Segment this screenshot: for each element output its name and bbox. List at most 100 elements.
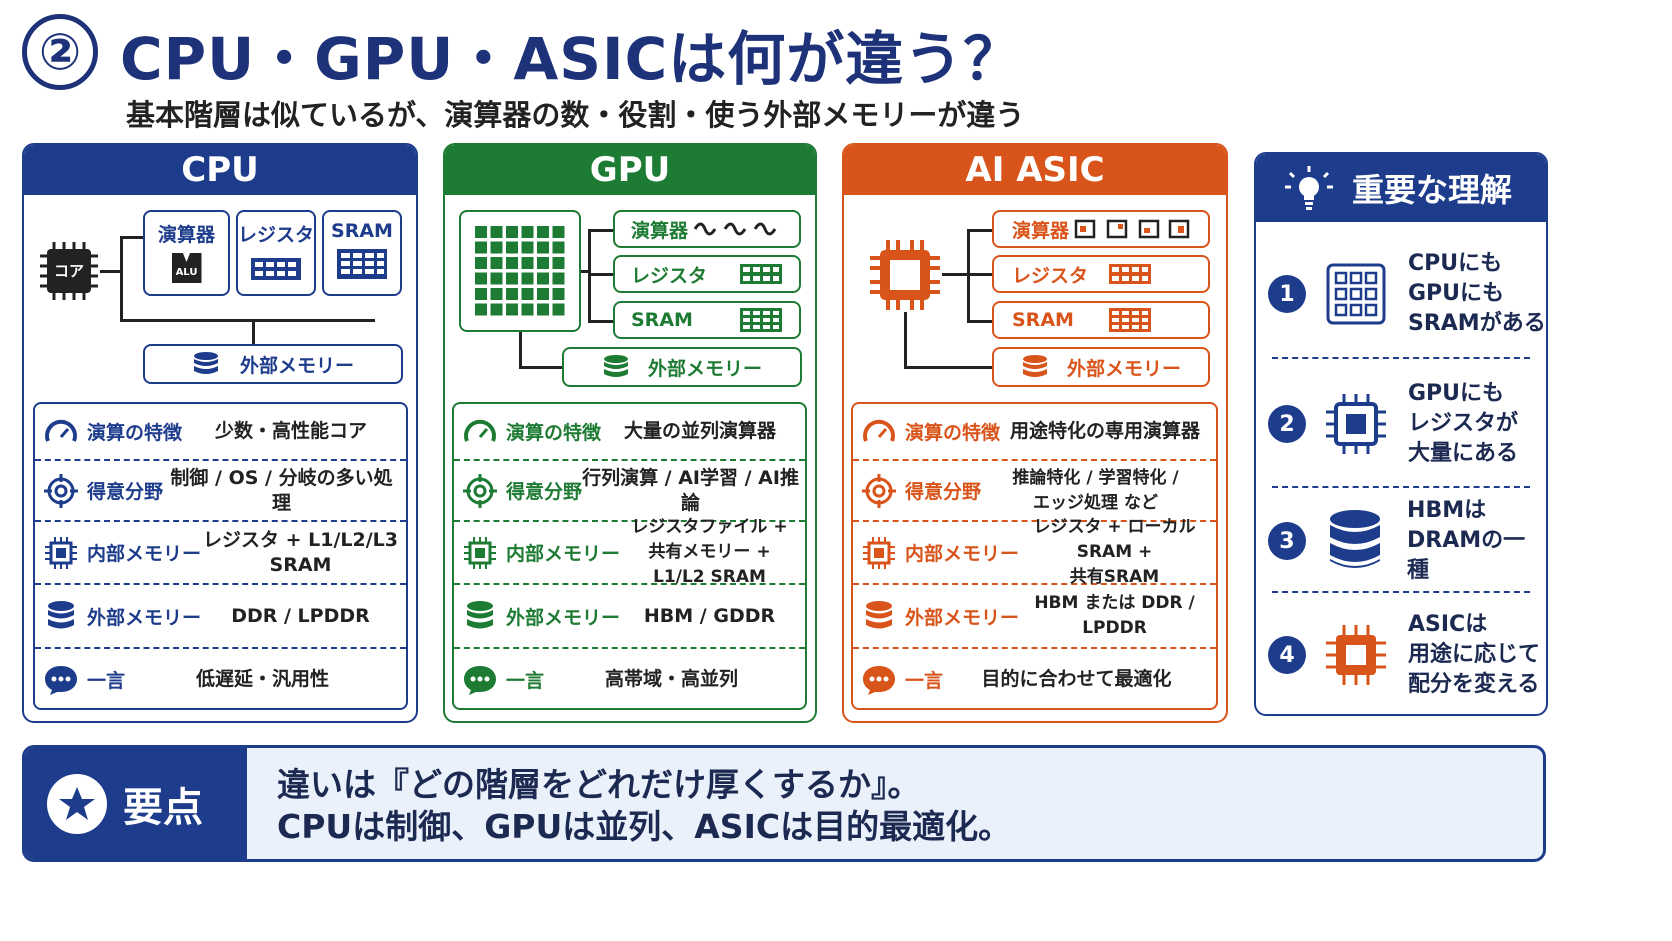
table-row: 一言 低遅延・汎用性 bbox=[35, 649, 406, 710]
divider bbox=[1272, 486, 1530, 488]
block-label: 演算器 bbox=[157, 224, 215, 246]
row-value-line2: 共有メモリー + L1/L2 SRAM bbox=[648, 542, 771, 587]
item-number: 1 bbox=[1268, 275, 1306, 313]
cpu-alu-block: 演算器 ALU bbox=[143, 210, 230, 296]
chip-icon bbox=[35, 536, 87, 570]
block-label: SRAM bbox=[1012, 309, 1074, 331]
row-value: 行列演算 / AI学習 / AI推論 bbox=[582, 466, 799, 514]
gpu-core-cell bbox=[475, 272, 487, 285]
row-label: 得意分野 bbox=[905, 481, 982, 503]
summary-line: 違いは『どの階層をどれだけ厚くするか』。 bbox=[277, 765, 921, 804]
gpu-core-cell bbox=[521, 288, 534, 300]
database-icon bbox=[853, 600, 905, 632]
row-label: 内部メモリー bbox=[506, 543, 621, 565]
wave-icon bbox=[693, 222, 777, 236]
table-row: 一言 目的に合わせて最適化 bbox=[853, 649, 1216, 710]
row-value-line1: 推論特化 / 学習特化 / bbox=[1012, 467, 1179, 488]
gpu-title: GPU bbox=[445, 145, 815, 195]
gpu-core-cell bbox=[521, 226, 534, 238]
item-line: GPUにも bbox=[1408, 281, 1505, 306]
star-icon bbox=[47, 773, 107, 834]
section-number: ② bbox=[22, 14, 98, 90]
page-subtitle: 基本階層は似ているが、演算器の数・役割・使う外部メモリーが違う bbox=[126, 98, 1025, 132]
row-label: 一言 bbox=[87, 670, 126, 692]
item-text: ASICは用途に応じて配分を変える bbox=[1408, 610, 1540, 700]
gpu-sram-block: SRAM bbox=[613, 301, 801, 339]
item-line: 用途に応じて bbox=[1408, 642, 1541, 667]
row-label: 外部メモリー bbox=[506, 606, 621, 629]
row-label: 得意分野 bbox=[506, 481, 583, 503]
target-icon bbox=[454, 473, 506, 509]
database-icon bbox=[35, 600, 87, 632]
database-icon bbox=[603, 355, 628, 377]
item-number: 3 bbox=[1268, 522, 1306, 560]
key-understanding-header: 重要な理解 bbox=[1256, 154, 1546, 222]
table-row: 内部メモリー レジスタ + ローカルSRAM +共有SRAM bbox=[853, 517, 1216, 587]
row-value-line1: レジスタ + ローカルSRAM + bbox=[1033, 517, 1196, 562]
chip-icon bbox=[853, 536, 905, 570]
asic-feature-table: 演算の特徴 用途特化の専用演算器 得意分野 推論特化 / 学習特化 / エッジ処理… bbox=[851, 402, 1218, 710]
cpu-register-block: レジスタ bbox=[236, 210, 316, 296]
row-value-line2: 共有SRAM bbox=[1069, 567, 1160, 587]
table-row: 内部メモリー レジスタファイル + 共有メモリー + L1/L2 SRAM bbox=[454, 517, 805, 587]
row-value-line2: エッジ処理 など bbox=[1033, 492, 1158, 513]
item-number: 4 bbox=[1268, 636, 1306, 674]
row-label: 一言 bbox=[905, 670, 944, 692]
table-row: 外部メモリー HBM または DDR / LPDDR bbox=[853, 585, 1216, 649]
gpu-core-cell bbox=[506, 303, 518, 316]
gpu-core-cell bbox=[537, 241, 549, 254]
gauge-icon bbox=[454, 417, 506, 447]
gpu-core-cell bbox=[521, 303, 534, 316]
gpu-external-memory-box: 外部メモリー bbox=[562, 347, 802, 387]
gpu-core-cell bbox=[475, 241, 487, 254]
speech-bubble-icon bbox=[853, 664, 905, 696]
row-value-line1: レジスタファイル + bbox=[631, 517, 788, 537]
row-label: 外部メモリー bbox=[905, 606, 1020, 629]
sram-icon bbox=[337, 249, 387, 279]
gpu-feature-table: 演算の特徴 大量の並列演算器 得意分野 行列演算 / AI学習 / AI推論 内… bbox=[452, 402, 807, 710]
gpu-core-cell bbox=[552, 303, 565, 316]
gauge-icon bbox=[35, 417, 87, 447]
register-icon bbox=[740, 264, 782, 284]
row-value: DDR / LPDDR bbox=[231, 604, 370, 627]
register-icon bbox=[1109, 264, 1151, 284]
block-label: SRAM bbox=[331, 220, 393, 242]
gpu-core-cell bbox=[490, 257, 503, 269]
item-text: CPUにも GPUにも SRAMがある bbox=[1408, 249, 1546, 339]
gpu-core-cell bbox=[521, 272, 534, 285]
row-value: HBM または DDR / LPDDR bbox=[1034, 593, 1195, 638]
gpu-core-cell bbox=[490, 288, 503, 300]
block-label: レジスタ bbox=[631, 264, 708, 287]
summary-label: 要点 bbox=[123, 784, 203, 831]
row-value: 目的に合わせて最適化 bbox=[981, 668, 1172, 690]
gpu-core-cell bbox=[475, 288, 487, 300]
gpu-core-cell bbox=[552, 226, 565, 238]
item-line: ASICは bbox=[1408, 612, 1488, 637]
row-value: 推論特化 / 学習特化 / エッジ処理 など bbox=[981, 466, 1216, 516]
item-line: 大量にある bbox=[1408, 441, 1519, 466]
asic-chip-icon bbox=[1316, 617, 1396, 693]
database-icon bbox=[1022, 355, 1047, 377]
asic-alu-block: 演算器 bbox=[992, 210, 1210, 248]
gpu-core-cell bbox=[506, 241, 518, 254]
item-text: GPUにもレジスタが大量にある bbox=[1408, 379, 1518, 469]
row-label: 演算の特徴 bbox=[905, 422, 1001, 444]
alu-icon: ALU bbox=[171, 253, 202, 283]
item-line: GPUにも bbox=[1408, 381, 1505, 406]
divider bbox=[1272, 591, 1530, 593]
row-value: 少数・高性能コア bbox=[215, 420, 368, 442]
gpu-core-cell bbox=[552, 257, 565, 269]
row-label: 得意分野 bbox=[87, 481, 164, 503]
database-icon bbox=[1316, 503, 1395, 579]
target-icon bbox=[853, 473, 905, 509]
item-line: SRAMがある bbox=[1408, 311, 1546, 336]
item-line: 配分を変える bbox=[1408, 672, 1540, 697]
row-value: 用途特化の専用演算器 bbox=[1010, 420, 1201, 442]
row-label: 演算の特徴 bbox=[87, 422, 183, 444]
key-understanding-title: 重要な理解 bbox=[1352, 171, 1513, 209]
item-line: CPUにも bbox=[1408, 251, 1503, 276]
cpu-feature-table: 演算の特徴 少数・高性能コア 得意分野 制御 / OS / 分岐の多い処理 内部… bbox=[33, 402, 408, 710]
gpu-core-cell bbox=[521, 241, 534, 254]
